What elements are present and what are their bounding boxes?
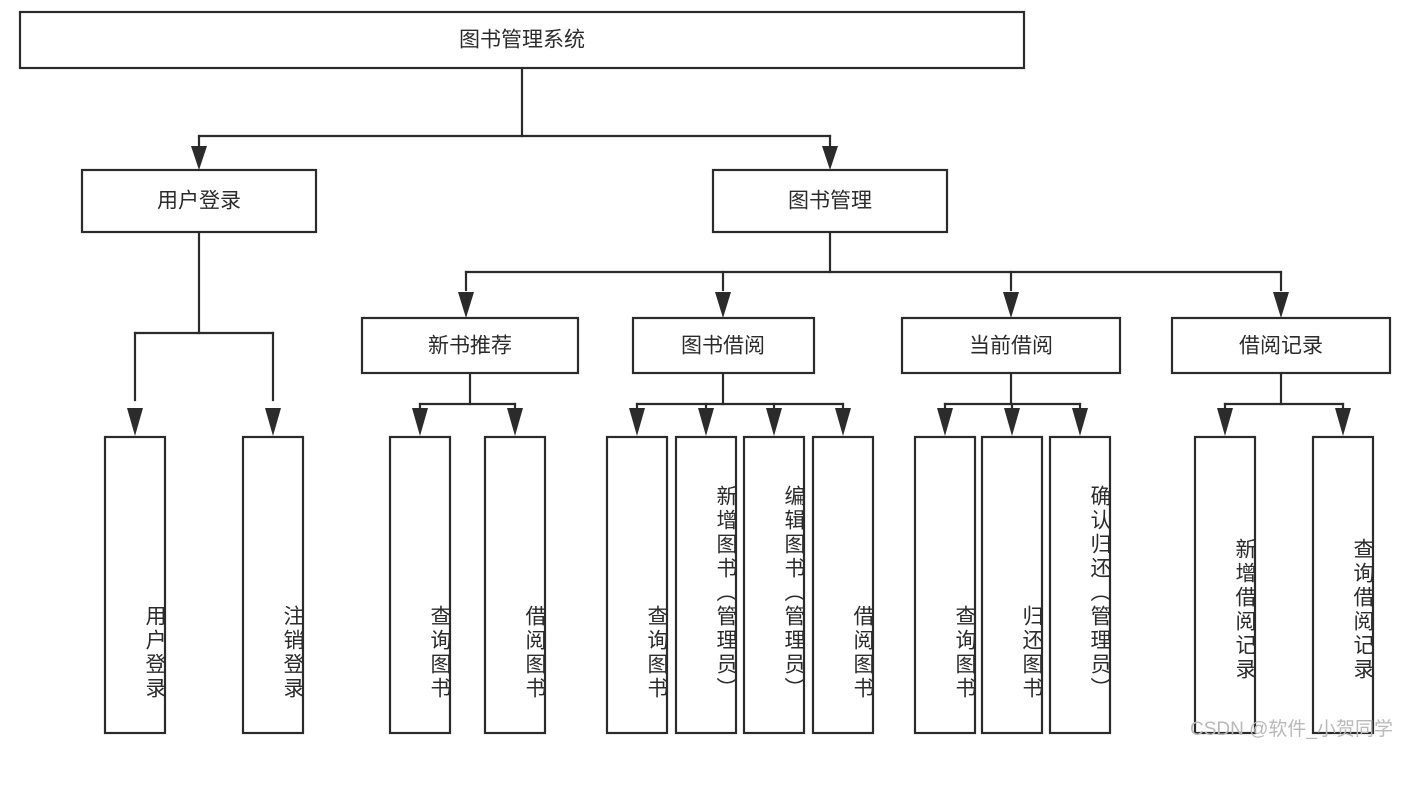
node-book-borrow[interactable]: 图书借阅 [631, 316, 816, 375]
node-current-borrow-label: 当前借阅 [969, 335, 1053, 358]
arrow-head-new-book [458, 292, 474, 318]
arrow-head-cb-leaf-1 [937, 408, 953, 436]
connector-layer [127, 66, 1351, 436]
arrow-head-bb-leaf-3 [766, 408, 782, 436]
leaf-rect-nb-query-book[interactable] [388, 435, 452, 735]
node-borrow-record-label: 借阅记录 [1239, 335, 1323, 358]
leaf-rect-bb-borrow-book[interactable] [811, 435, 875, 735]
leaf-rect-bb-query-book[interactable] [605, 435, 669, 735]
node-current-borrow[interactable]: 当前借阅 [900, 316, 1122, 375]
leaf-rect-br-query-record[interactable] [1311, 435, 1375, 735]
arrow-head-borrow-record [1273, 292, 1289, 318]
node-book-borrow-label: 图书借阅 [681, 335, 765, 358]
arrow-head-bb-leaf-1 [629, 408, 645, 436]
arrow-head-nb-leaf-2 [507, 408, 523, 436]
arrow-head-current-borrow [1003, 292, 1019, 318]
arrow-head-br-leaf-2 [1335, 408, 1351, 436]
node-current-borrow-rect[interactable] [900, 316, 1122, 375]
arrow-head-bb-leaf-4 [835, 408, 851, 436]
arrow-head-cb-leaf-3 [1072, 408, 1088, 436]
leaf-rect-bb-add-book[interactable] [674, 435, 738, 735]
node-new-book-recommend-label: 新书推荐 [428, 335, 512, 358]
leaf-rect-cb-return-book[interactable] [980, 435, 1044, 735]
arrow-head-cb-leaf-2 [1004, 408, 1020, 436]
node-book-manage-label: 图书管理 [788, 190, 872, 213]
node-root-rect[interactable] [18, 10, 1026, 70]
node-book-manage-rect[interactable] [711, 168, 949, 234]
node-book-borrow-rect[interactable] [631, 316, 816, 375]
node-user-login[interactable]: 用户登录 [80, 168, 318, 234]
node-user-login-label: 用户登录 [157, 190, 241, 213]
arrow-head-br-leaf-1 [1217, 408, 1233, 436]
node-root-label: 图书管理系统 [459, 29, 585, 52]
arrow-head-book-borrow [715, 292, 731, 318]
arrow-head-leaf-user-login [127, 408, 143, 436]
node-borrow-record[interactable]: 借阅记录 [1170, 316, 1392, 375]
arrow-head-leaf-logout [265, 408, 281, 436]
leaf-rect-user-login[interactable] [103, 435, 167, 735]
leaf-rect-bb-edit-book[interactable] [742, 435, 806, 735]
node-book-manage[interactable]: 图书管理 [711, 168, 949, 234]
node-borrow-record-rect[interactable] [1170, 316, 1392, 375]
node-new-book-recommend-rect[interactable] [360, 316, 580, 375]
arrow-head-bb-leaf-2 [698, 408, 714, 436]
node-root[interactable]: 图书管理系统 [18, 10, 1026, 70]
leaf-rect-cb-query-book[interactable] [913, 435, 977, 735]
node-new-book-recommend[interactable]: 新书推荐 [360, 316, 580, 375]
leaf-rect-nb-borrow-book[interactable] [483, 435, 547, 735]
leaf-rect-logout[interactable] [241, 435, 305, 735]
diagram-canvas: 图书管理系统 用户登录 图书管理 新书推荐 图书借阅 当前借阅 借阅记录 [18, 10, 1393, 740]
leaf-box-layer [103, 435, 1375, 735]
hierarchy-flowchart: 图书管理系统 用户登录 图书管理 新书推荐 图书借阅 当前借阅 借阅记录 [18, 10, 1392, 735]
leaf-rect-br-add-record[interactable] [1193, 435, 1257, 735]
arrow-head-book-manage [822, 146, 838, 170]
arrow-head-nb-leaf-1 [412, 408, 428, 436]
node-user-login-rect[interactable] [80, 168, 318, 234]
arrow-head-user-login [191, 146, 207, 170]
leaf-rect-cb-confirm-return[interactable] [1048, 435, 1112, 735]
